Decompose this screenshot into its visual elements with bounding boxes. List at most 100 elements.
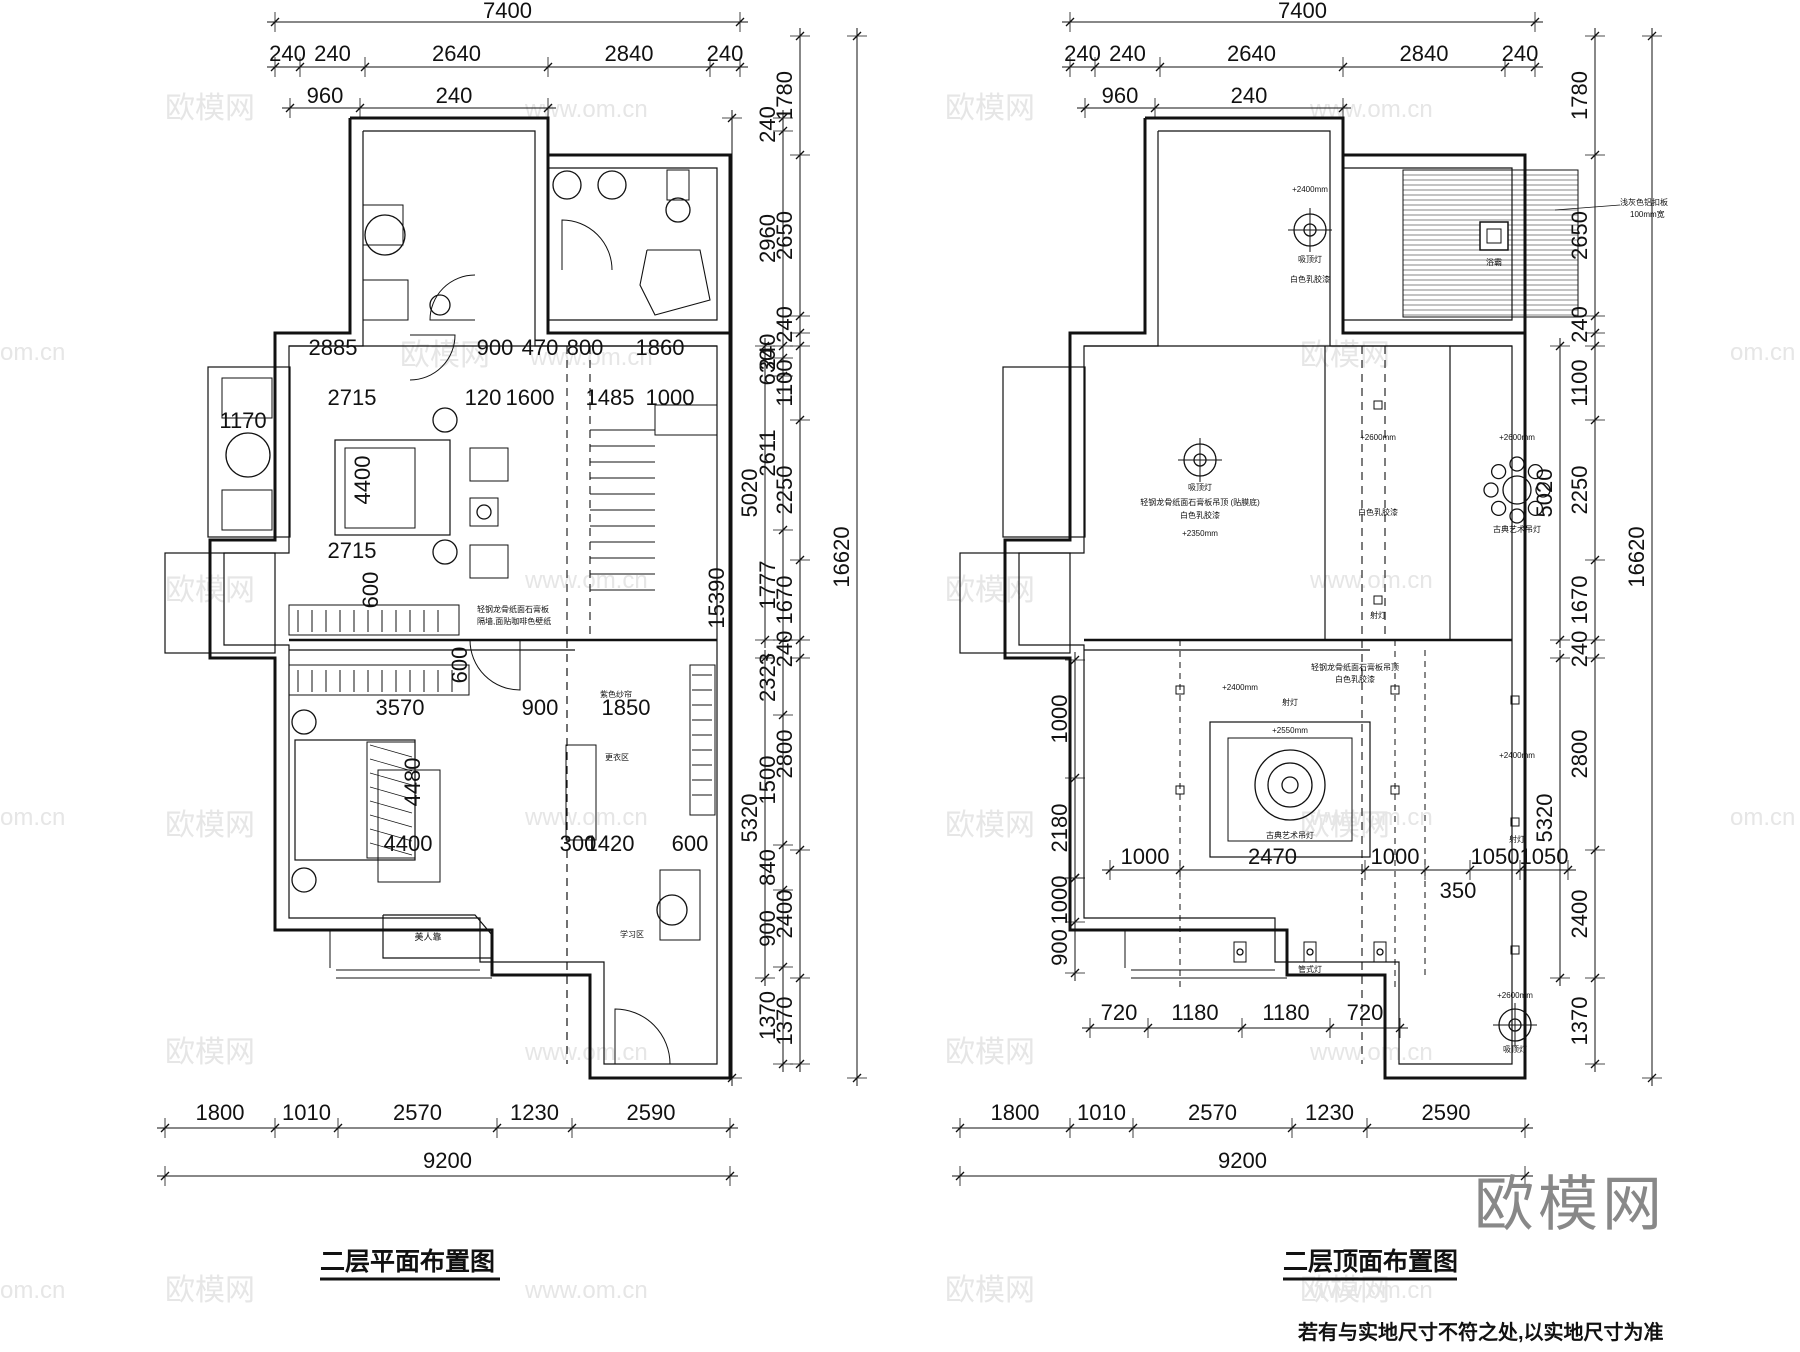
right-inner-dim-label: 240	[772, 306, 797, 343]
plan-inner-dimension: 1600	[506, 385, 555, 410]
toilet	[666, 169, 690, 201]
right-inner-dim-label: 240	[772, 631, 797, 668]
chandelier-icon	[1502, 475, 1532, 505]
bottom-dim-row-label: 2570	[1188, 1100, 1237, 1125]
ceiling-height-label: +2600mm	[1499, 433, 1535, 442]
plan-inner-dimension: 470	[522, 335, 559, 360]
watermark-text: 欧模网	[1300, 339, 1390, 372]
bottom-dim-row-label: 2590	[627, 1100, 676, 1125]
ceiling-height-label: +2600mm	[1360, 433, 1396, 442]
left-inner-dim-label: 240	[755, 106, 780, 143]
chandelier-icon	[1267, 762, 1313, 808]
plan-inner-dimension: 4400	[384, 831, 433, 856]
right-mid-dim-label: 5320	[737, 794, 762, 843]
watermark-text: 欧模网	[165, 92, 255, 125]
left-inner-dim-label: 900	[755, 910, 780, 947]
table-lamp	[476, 504, 492, 520]
partition-note: 轻钢龙骨纸面石膏板	[477, 604, 549, 614]
watermark-domain: om.cn	[0, 804, 65, 831]
overall-width-dim-label: 7400	[1278, 0, 1327, 23]
bed-frame	[334, 439, 451, 536]
floor-plan-title: 二层平面布置图	[320, 1247, 495, 1276]
plan-inner-dimension: 1170	[219, 408, 266, 433]
bottom-dim-row-label: 1800	[991, 1100, 1040, 1125]
chandelier-icon	[1490, 463, 1507, 480]
chair	[469, 447, 509, 482]
ceiling-lamp-label: 吸顶灯	[1298, 254, 1322, 264]
plan-inner-dimension: 3570	[376, 695, 425, 720]
study-desk	[659, 869, 701, 941]
ceiling-height-label: +2400mm	[1292, 185, 1328, 194]
ceiling-mid-chain-label: 1000	[1371, 844, 1420, 869]
right-inner-dim-label: 2400	[772, 890, 797, 939]
leader-line	[1554, 204, 1621, 211]
chandelier-icon	[1483, 482, 1499, 498]
stair-landing	[654, 404, 718, 436]
chandelier-icon	[1281, 776, 1299, 794]
nightstand-lamp	[432, 407, 458, 433]
ceiling-note: 轻钢龙骨纸面石膏板吊顶	[1311, 662, 1399, 672]
downlight-icon	[1373, 400, 1383, 410]
left-inner-dim-label: 630	[755, 349, 780, 386]
top-dim-row2-label: 240	[436, 83, 473, 108]
chandelier-label: 古典艺术吊灯	[1266, 830, 1314, 840]
right-outer-dim-label: 16620	[829, 526, 854, 587]
watermark-text: 欧模网	[945, 92, 1035, 125]
watermark-url: www.om.cn	[1309, 1277, 1433, 1304]
overall-depth-dim-label: 9200	[423, 1148, 472, 1173]
grille-light-icon	[1306, 948, 1314, 956]
left-outer-dim-label: 15390	[704, 567, 729, 628]
plan-inner-dimension: 300	[560, 831, 597, 856]
ceiling-left-chain-label: 1000	[1047, 695, 1072, 744]
side-table	[469, 497, 499, 527]
footnote: 若有与实地尺寸不符之处,以实地尺寸为准	[1297, 1320, 1664, 1344]
plan-inner-dimension: 1850	[602, 695, 651, 720]
watermark-text: 欧模网	[945, 574, 1035, 607]
plan-inner-dimension: 4400	[350, 456, 375, 505]
overall-width-dim-label: 7400	[483, 0, 532, 23]
plan-inner-dimension: 600	[447, 647, 472, 684]
watermark-text: 欧模网	[400, 339, 490, 372]
balcony-frame	[959, 552, 1071, 654]
round-table	[225, 432, 271, 478]
wardrobe	[288, 604, 460, 636]
grille-light-icon	[1236, 948, 1244, 956]
plan-inner-dimension: 1000	[646, 385, 695, 410]
finish-label: 白色乳胶漆	[1180, 510, 1220, 520]
finish-label: 白色乳胶漆	[1290, 274, 1330, 284]
right-inner-dim-label: 1780	[1567, 71, 1592, 120]
aluminum-panel-ceiling	[1402, 169, 1579, 318]
bottom-dim-row-label: 1230	[1305, 1100, 1354, 1125]
left-inner-dim-label: 240	[755, 334, 780, 371]
curtain-label: 紫色纱帘	[600, 689, 632, 699]
watermark-url: www.om.cn	[529, 344, 653, 371]
plan-inner-dimension: 800	[567, 335, 604, 360]
grille-light-icon	[1303, 941, 1317, 963]
watermark-text: 欧模网	[165, 1274, 255, 1307]
ceiling-inner-dimension: 350	[1440, 878, 1477, 903]
ceiling-recess	[1209, 721, 1371, 858]
ceiling-lower-chain-label: 720	[1347, 1000, 1384, 1025]
left-inner-dim-label: 2960	[755, 214, 780, 263]
partition-note: 隔墙,面贴咖啡色壁纸	[477, 616, 551, 626]
plan-inner-dimension: 600	[358, 572, 383, 609]
bath-heater-icon	[1479, 221, 1509, 251]
panel-spec-label: 100mm宽	[1630, 209, 1665, 219]
right-inner-dim-label: 2650	[772, 211, 797, 260]
panel-label: 浅灰色铝扣板	[1620, 197, 1668, 207]
door-swing-icon	[409, 334, 456, 381]
top-dim-row1-label: 2640	[432, 41, 481, 66]
chandelier-label: 古典艺术吊灯	[1493, 524, 1541, 534]
top-dim-row1-label: 2840	[1400, 41, 1449, 66]
ceiling-height-label: +2550mm	[1272, 726, 1308, 735]
ceiling-lower-chain-label: 1180	[1171, 1000, 1218, 1025]
top-dim-row2-label: 960	[307, 83, 344, 108]
closet-island	[565, 744, 597, 841]
downlight-icon	[1373, 595, 1383, 605]
right-inner-dim-label: 1670	[772, 576, 797, 625]
bed-pattern	[369, 772, 413, 786]
grille-light-icon	[1233, 941, 1247, 963]
grille-light-label: 管式灯	[1298, 964, 1322, 974]
chandelier-icon	[1527, 500, 1544, 517]
